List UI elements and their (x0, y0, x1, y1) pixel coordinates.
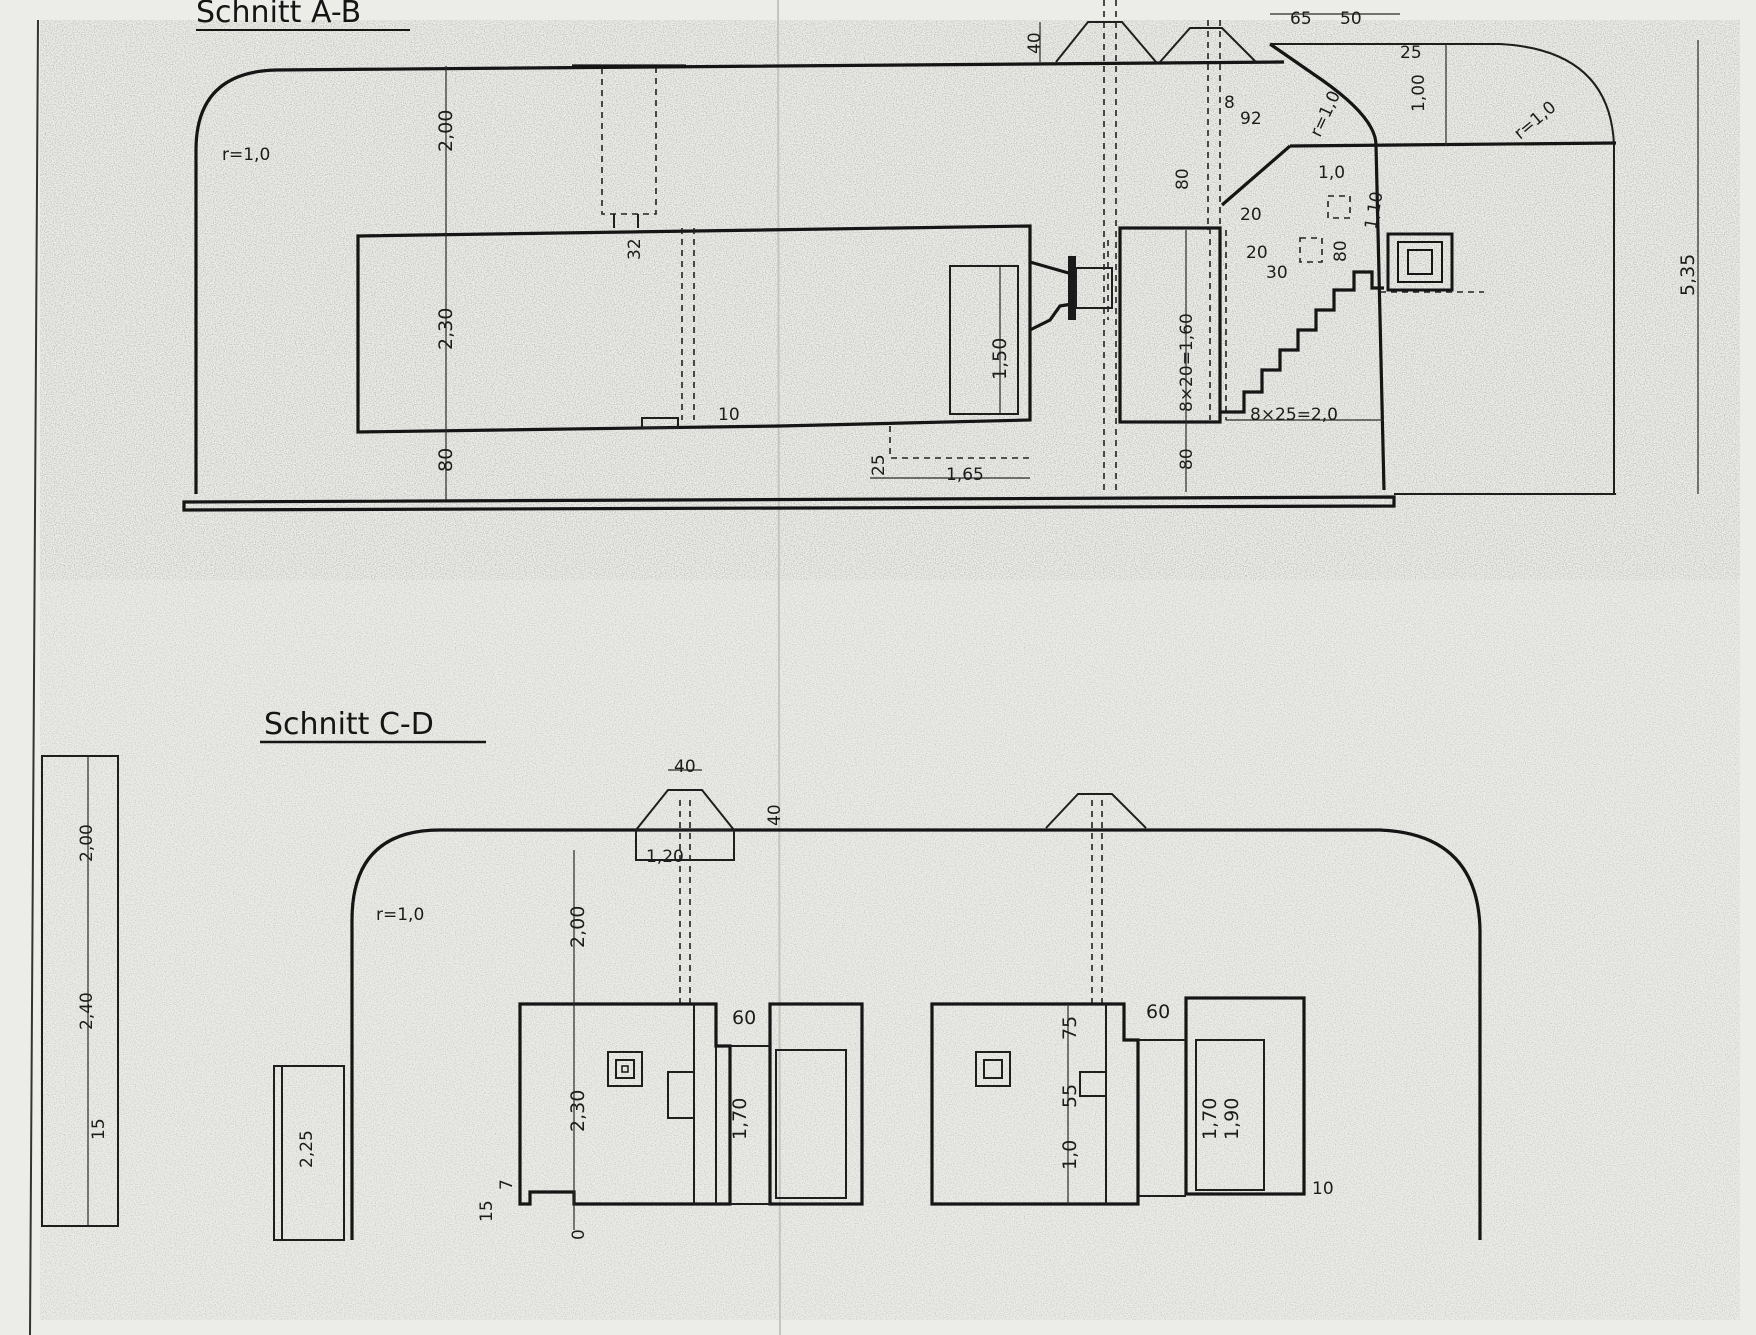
roof-right (1269, 42, 1386, 491)
shell-outline (350, 828, 1482, 1240)
label-190: 1,90 (1221, 1098, 1243, 1140)
room-right-icon-inner (983, 1059, 1003, 1079)
label-side-200: 2,00 (77, 824, 97, 862)
label-165: 1,65 (946, 465, 984, 485)
side-block (273, 1065, 345, 1241)
label-vent-120: 1,20 (646, 847, 684, 867)
fold-line (777, 0, 781, 1335)
window-recess (949, 265, 1019, 415)
side-elevation (41, 755, 119, 1227)
label-25: 25 (869, 454, 889, 476)
label-80-left: 80 (1173, 168, 1193, 190)
label-75: 75 (1059, 1016, 1081, 1040)
label-vent-40-side: 40 (765, 804, 785, 826)
stair-room (1118, 226, 1222, 424)
outer-right-curve (1270, 43, 1615, 494)
label-step-10: 10 (718, 405, 740, 425)
top-vent-left (1055, 21, 1157, 63)
roof-vent-right (1045, 793, 1147, 829)
small-niche-2 (1327, 195, 1351, 219)
small-niche-1 (1299, 237, 1323, 263)
label-stairs-vert: 8×20=1,60 (1177, 313, 1197, 412)
label-80-right: 80 (1331, 240, 1351, 262)
label-small-15: 15 (477, 1200, 497, 1222)
label-80-bottom: 80 (1177, 448, 1197, 470)
label-room-height-bottom: 2,30 (567, 1090, 589, 1132)
main-room (356, 224, 1032, 434)
label-side-240: 2,40 (77, 992, 97, 1030)
roof-slope (1220, 144, 1292, 207)
label-65: 65 (1290, 9, 1312, 29)
label-8: 8 (1224, 93, 1235, 113)
label-60-right: 60 (1146, 1001, 1170, 1023)
roof-vent-left (635, 789, 735, 831)
label-60-left: 60 (732, 1007, 756, 1029)
vent-grille-core (1407, 249, 1433, 275)
vent-grille (1386, 232, 1454, 292)
section-top-title: Schnitt A-B (196, 0, 361, 30)
room-right-annex (1184, 996, 1306, 1196)
label-floor-thickness: 80 (435, 448, 457, 472)
left-edge (29, 19, 39, 1335)
vent-connector (613, 214, 639, 228)
label-room-height: 2,30 (435, 308, 457, 350)
room-left-icon-outer (607, 1051, 643, 1087)
label-30: 30 (1266, 263, 1288, 283)
section-bottom: Schnitt C-D (41, 707, 1482, 1241)
room-left-fitting (667, 1071, 695, 1119)
label-20-b: 20 (1246, 243, 1268, 263)
label-small-0: 0 (569, 1229, 589, 1240)
roof-ledge (1289, 141, 1617, 148)
label-1-0-right: 1,0 (1318, 163, 1345, 183)
floor-trench (889, 426, 1030, 459)
label-radius-bottom: r=1,0 (376, 905, 424, 925)
section-bottom-title: Schnitt C-D (264, 707, 434, 742)
label-top-40: 40 (1025, 32, 1045, 54)
label-roof-thickness: 2,00 (435, 110, 457, 152)
label-55: 55 (1059, 1084, 1081, 1108)
label-20-a: 20 (1240, 205, 1262, 225)
label-170-left: 1,70 (729, 1098, 751, 1140)
label-92: 92 (1240, 109, 1262, 129)
label-170-right: 1,70 (1199, 1098, 1221, 1140)
room-left-annex (768, 1002, 864, 1206)
label-total-height: 5,35 (1677, 254, 1699, 296)
room-left-icon-core (621, 1065, 629, 1073)
section-top: Schnitt A-B (182, 0, 1699, 512)
room-left-icon-inner (615, 1059, 635, 1079)
vent-grille-inner (1397, 241, 1443, 283)
label-vent-40-top: 40 (674, 757, 696, 777)
shell-outline-left (194, 60, 1285, 494)
label-radius-left: r=1,0 (222, 145, 270, 165)
label-roof-thickness-bottom: 2,00 (567, 906, 589, 948)
room-right-icon-outer (975, 1051, 1011, 1087)
label-side-225: 2,25 (297, 1130, 317, 1168)
floor-step (641, 417, 679, 429)
label-small-7: 7 (497, 1179, 517, 1190)
label-25-top: 25 (1400, 43, 1422, 63)
room-left-annex-inner (775, 1049, 847, 1199)
duct-fitting (1075, 267, 1113, 309)
label-stairs-horiz: 8×25=2,0 (1250, 405, 1338, 425)
duct-flange (1029, 260, 1073, 332)
flange-plate (1068, 256, 1076, 320)
label-1-0-bottom: 1,0 (1059, 1140, 1081, 1170)
ground-line (182, 495, 1396, 512)
top-vent-right (1159, 27, 1257, 63)
stairs (1220, 270, 1384, 414)
room-right-annex-inner (1195, 1039, 1265, 1191)
label-10-small: 10 (1312, 1179, 1334, 1199)
roof-vent-left-base (635, 829, 735, 861)
label-50: 50 (1340, 9, 1362, 29)
photocopy-grain-top (40, 20, 1740, 580)
label-side-15: 15 (89, 1118, 109, 1140)
label-small-32: 32 (625, 238, 645, 260)
label-window-h: 1,50 (989, 338, 1011, 380)
label-1-00: 1,00 (1409, 74, 1429, 112)
